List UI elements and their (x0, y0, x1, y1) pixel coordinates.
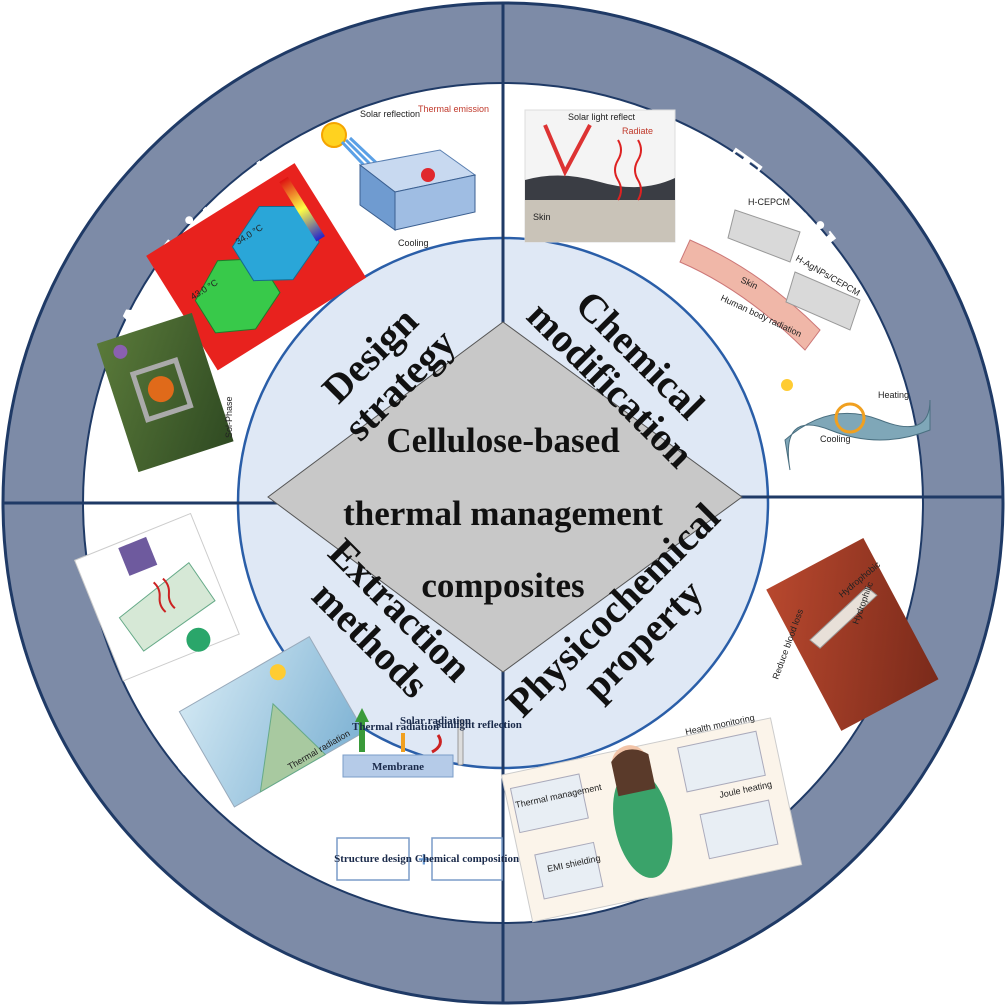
cooling-text: Cooling (398, 238, 429, 248)
membrane-text: Membrane (372, 761, 424, 773)
sky-diagram (178, 636, 365, 808)
sun-icon (321, 122, 347, 148)
center-line1: Cellulose-based (386, 421, 620, 460)
radiate-text: Radiate (622, 126, 653, 136)
tissue-photo (766, 537, 939, 731)
solar-reflection-text: Solar reflection (360, 109, 420, 119)
thermal-radiation-text: Thermal radiation (352, 721, 439, 733)
rainbow-arrow (543, 124, 592, 177)
radiative-block (358, 149, 477, 231)
solar-light-reflect-text: Solar light reflect (568, 112, 636, 122)
structure-design-text: Structure design (334, 853, 412, 865)
chemical-composition-box (431, 837, 503, 881)
membrane-diagram (342, 708, 464, 778)
solar-radiation-text: Solar radiation (400, 715, 471, 727)
sunlight-reflection-text: Sunlight reflection (435, 719, 522, 731)
skin-text: Skin (533, 212, 551, 222)
thermal-image (146, 163, 367, 371)
structure-design-box (336, 837, 410, 881)
skin-layer (679, 239, 821, 351)
health-panel (500, 717, 803, 923)
thermal-emission-text: Thermal emission (418, 104, 489, 114)
center-line3: composites (421, 566, 584, 605)
architecture-images: Solar reflection Thermal emission Coolin… (96, 104, 489, 473)
plus-text: + (418, 849, 430, 871)
textile-images: Solar light reflect Radiate Skin H-CEPCM… (524, 109, 931, 471)
textile-heating-text: Heating (878, 390, 909, 400)
medical-images: Hydrophobic Hydrophilic Reduce blood los… (500, 537, 939, 923)
textile-cooling-text: Cooling (820, 434, 851, 444)
leaf-photo (96, 312, 234, 473)
center-line2: thermal management (343, 494, 663, 533)
textile-wave (784, 399, 931, 471)
sol-phase-text: Sol-Phase (224, 396, 234, 438)
center-diamond (267, 321, 743, 673)
greenhouse-diagram (74, 512, 240, 682)
h-cepcm-text: H-CEPCM (748, 197, 790, 207)
chemical-composition-text: Chemical composition (415, 853, 519, 865)
